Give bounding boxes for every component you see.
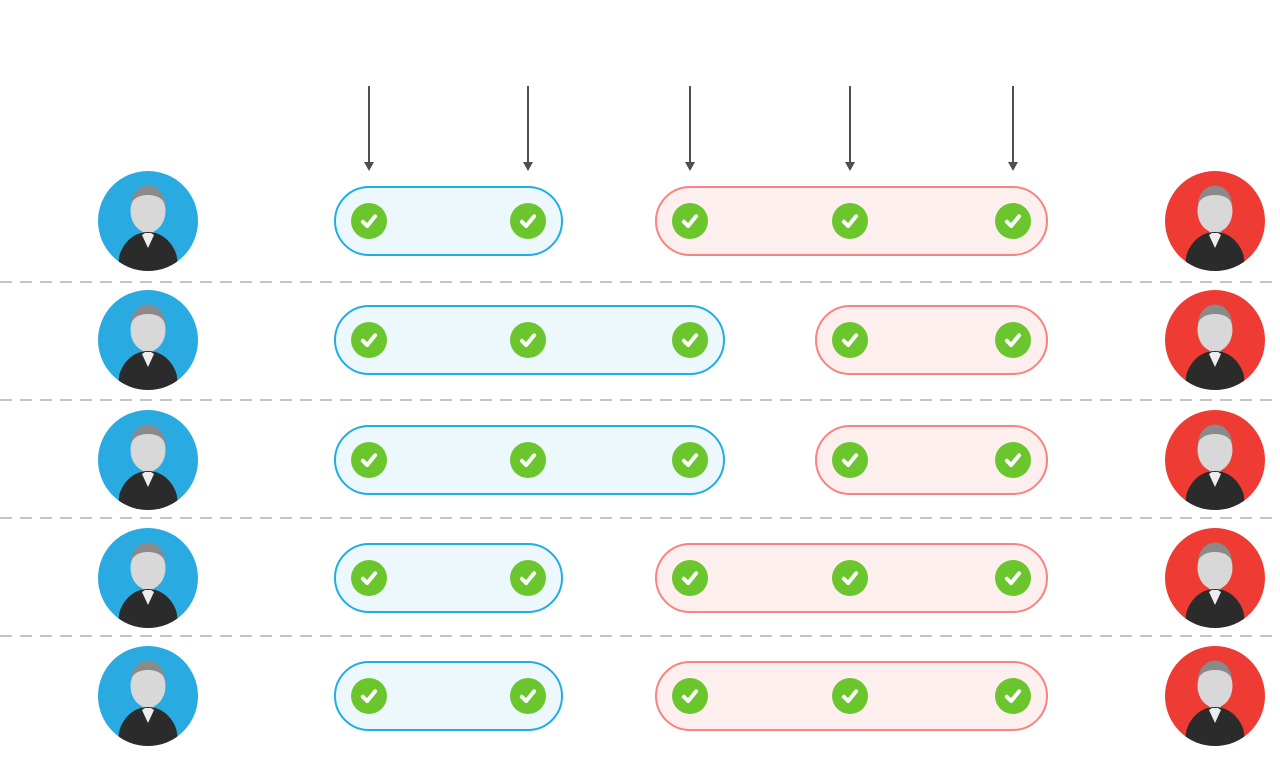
republican-checks-pill [655, 661, 1048, 731]
down-arrow-head [1007, 162, 1018, 171]
check-icon [510, 560, 546, 596]
check-icon [832, 322, 868, 358]
portrait-george-w-bush [1165, 528, 1265, 628]
row-separator-dashed-line [0, 281, 1280, 283]
row-separator-dashed-line [0, 635, 1280, 637]
down-arrow-line [849, 86, 851, 163]
check-icon [510, 678, 546, 714]
down-arrow-line [1012, 86, 1014, 163]
check-icon [351, 678, 387, 714]
portrait-al-gore [98, 646, 198, 746]
check-icon [510, 442, 546, 478]
republican-checks-pill [815, 425, 1048, 495]
down-arrow-head [684, 162, 695, 171]
portrait-hillary-clinton [98, 171, 198, 271]
check-icon [510, 322, 546, 358]
check-icon [995, 203, 1031, 239]
check-icon [672, 560, 708, 596]
democrat-checks-pill [334, 305, 725, 375]
portrait-donald-trump [1165, 171, 1265, 271]
down-arrow-line [368, 86, 370, 163]
row-separator-dashed-line [0, 399, 1280, 401]
check-icon [351, 322, 387, 358]
check-icon [832, 203, 868, 239]
check-icon [995, 560, 1031, 596]
democrat-checks-pill [334, 661, 563, 731]
check-icon [672, 678, 708, 714]
check-icon [351, 560, 387, 596]
portrait-john-kerry [98, 528, 198, 628]
row-separator-dashed-line [0, 517, 1280, 519]
portrait-barack-obama [98, 410, 198, 510]
check-icon [351, 203, 387, 239]
democrat-checks-pill [334, 186, 563, 256]
check-icon [672, 442, 708, 478]
portrait-mitt-romney [1165, 290, 1265, 390]
check-icon [832, 442, 868, 478]
down-arrow-head [522, 162, 533, 171]
check-icon [672, 203, 708, 239]
check-icon [510, 203, 546, 239]
down-arrow-head [844, 162, 855, 171]
check-icon [672, 322, 708, 358]
portrait-george-w-bush [1165, 646, 1265, 746]
check-icon [995, 322, 1031, 358]
democrat-checks-pill [334, 425, 725, 495]
down-arrow-line [689, 86, 691, 163]
republican-checks-pill [815, 305, 1048, 375]
check-icon [995, 442, 1031, 478]
down-arrow-line [527, 86, 529, 163]
check-icon [351, 442, 387, 478]
check-icon [832, 678, 868, 714]
check-icon [995, 678, 1031, 714]
check-icon [832, 560, 868, 596]
republican-checks-pill [655, 543, 1048, 613]
portrait-john-mccain [1165, 410, 1265, 510]
democrat-checks-pill [334, 543, 563, 613]
republican-checks-pill [655, 186, 1048, 256]
down-arrow-head [363, 162, 374, 171]
portrait-barack-obama [98, 290, 198, 390]
